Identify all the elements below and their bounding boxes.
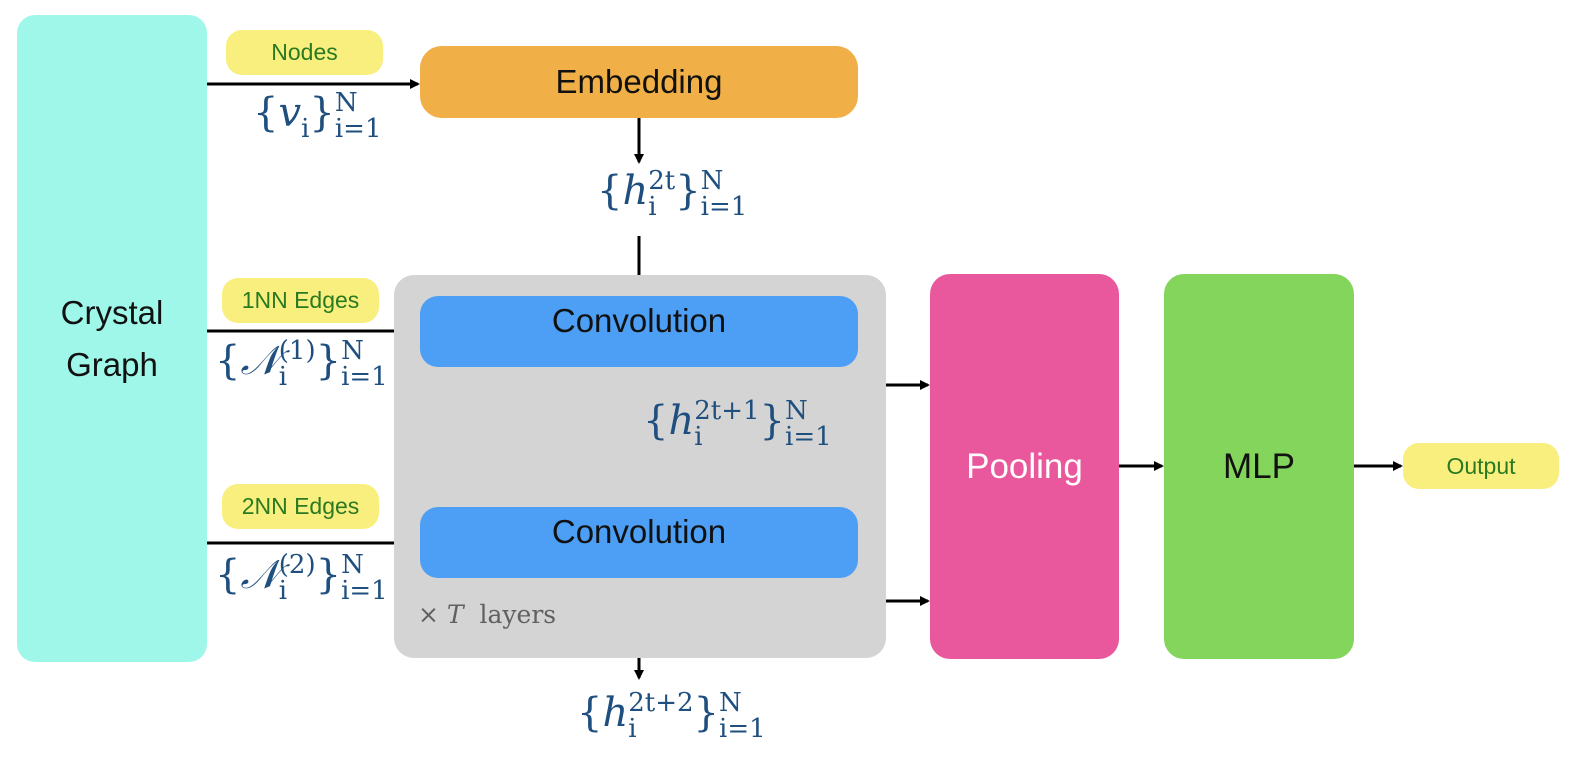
convolution-block-2: Convolution <box>420 507 858 578</box>
h2t-range-sub: i=1 <box>700 192 748 222</box>
pooling-label: Pooling <box>966 446 1083 486</box>
h2t-sub: i <box>648 192 657 222</box>
h2t2-sup: 2t+2 <box>628 688 694 718</box>
nodes-sub: i <box>301 114 310 144</box>
nn2-edges-label: 2NN Edges <box>222 484 379 529</box>
nodes-range-sub: i=1 <box>334 114 382 144</box>
embedding-label: Embedding <box>555 63 723 100</box>
nodes-range-sup: N <box>334 88 358 118</box>
n1-sub: i <box>278 362 288 392</box>
h2t2-range-sub: i=1 <box>719 714 766 744</box>
n2-var: 𝒩 <box>240 552 279 598</box>
times-symbol: × <box>418 600 439 629</box>
h2t2-range-sup: N <box>719 688 742 718</box>
n2-range-sub: i=1 <box>341 576 388 606</box>
n1-range-sub: i=1 <box>341 362 388 392</box>
crystal-graph-block: Crystal Graph <box>17 15 207 662</box>
nodes-label: Nodes <box>226 30 383 75</box>
nodes-var: v <box>278 90 302 136</box>
layers-word: layers <box>479 600 557 629</box>
pooling-block: Pooling <box>930 274 1119 659</box>
h2t2-var: h <box>602 690 629 736</box>
n1-var: 𝒩 <box>240 338 279 384</box>
h2t1-sub: i <box>694 422 703 452</box>
mlp-block: MLP <box>1164 274 1354 659</box>
n2-sup: (2) <box>278 550 316 580</box>
h2t1-range-sup: N <box>785 396 808 426</box>
h2t-var: h <box>622 168 649 214</box>
repeat-layers-label: × T layers <box>418 600 556 629</box>
h2t1-var: h <box>668 398 695 444</box>
crystal-graph-label: Crystal Graph <box>60 293 164 383</box>
nn1-edges-label: 1NN Edges <box>222 278 379 323</box>
h2t1-sup: 2t+1 <box>694 396 760 426</box>
n1-sup: (1) <box>278 336 316 366</box>
h2t-sup: 2t <box>648 166 676 196</box>
convolution-block-1: Convolution <box>420 296 858 367</box>
h2t1-range-sub: i=1 <box>785 422 832 452</box>
n2-range-sup: N <box>341 550 364 580</box>
embedding-block: Embedding <box>420 46 858 118</box>
n1-range-sup: N <box>341 336 364 366</box>
convolution-2-label: Convolution <box>551 513 727 550</box>
repeat-var: T <box>446 600 464 629</box>
convolution-1-label: Convolution <box>551 302 727 339</box>
h2t-range-sup: N <box>700 166 724 196</box>
mlp-label: MLP <box>1223 446 1295 486</box>
output-label: Output <box>1403 443 1559 489</box>
n2-sub: i <box>278 576 288 606</box>
h2t2-sub: i <box>628 714 637 744</box>
